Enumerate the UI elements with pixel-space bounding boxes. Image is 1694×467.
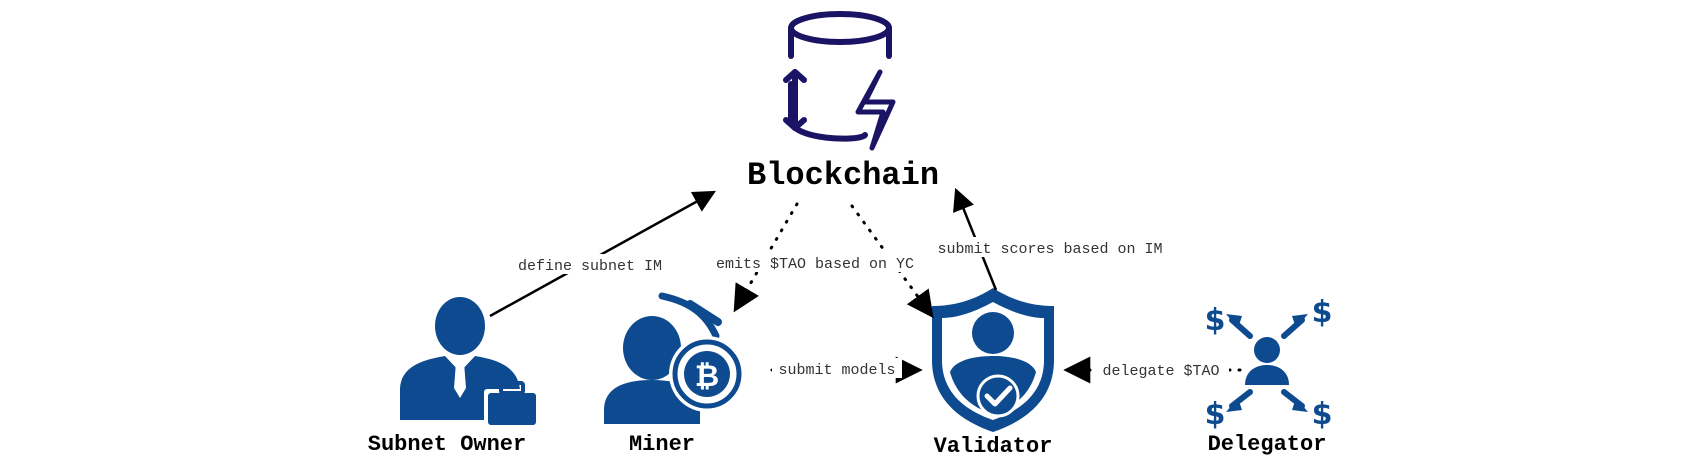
svg-text:$: $ xyxy=(1312,295,1333,330)
validator-label: Validator xyxy=(934,434,1053,459)
edge-label-submit-models: submit models xyxy=(778,362,895,379)
blockchain-label: Blockchain xyxy=(747,157,939,194)
miner-pickaxe-bitcoin-icon: ₿ xyxy=(604,292,745,424)
businessman-briefcase-icon xyxy=(400,297,536,425)
edge-label-define-subnet: define subnet IM xyxy=(518,258,662,275)
shield-user-check-icon xyxy=(932,288,1054,432)
svg-text:$: $ xyxy=(1205,303,1226,338)
delegator-label: Delegator xyxy=(1208,432,1327,457)
edge-label-submit-scores: submit scores based on IM xyxy=(937,241,1162,258)
svg-text:$: $ xyxy=(1205,397,1226,432)
database-lightning-icon xyxy=(783,11,896,151)
svg-text:₿: ₿ xyxy=(695,359,719,394)
edge-label-emits-tao: emits $TAO based on YC xyxy=(716,256,914,273)
subnet-owner-label: Subnet Owner xyxy=(368,432,526,457)
edge-label-delegate-tao: delegate $TAO xyxy=(1102,363,1219,380)
svg-text:$: $ xyxy=(1312,397,1333,432)
miner-label: Miner xyxy=(629,432,695,457)
person-dollar-arrows-icon: $ $ $ $ xyxy=(1205,295,1333,432)
